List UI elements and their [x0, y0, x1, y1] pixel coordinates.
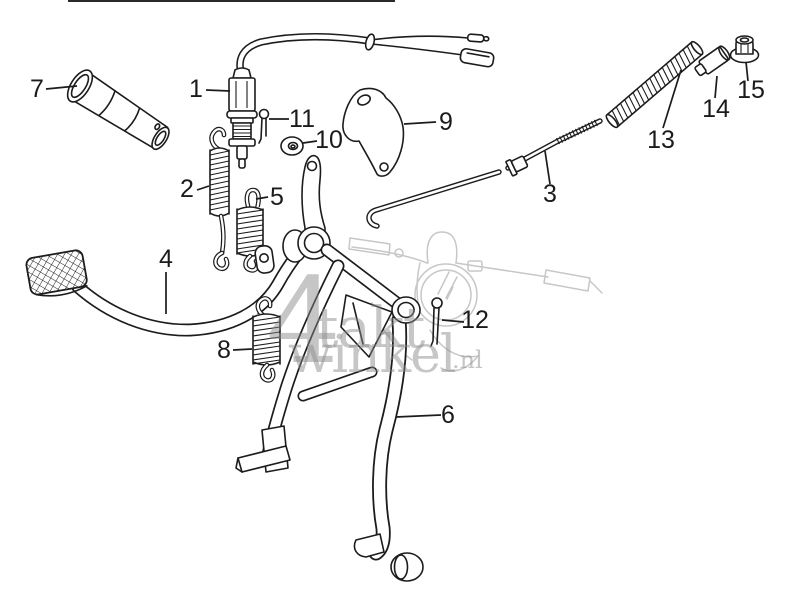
part-label-12: 12 — [461, 306, 489, 334]
watermark-prefix: 4 — [266, 252, 341, 390]
center-stand — [235, 243, 424, 582]
watermark-word1: takt — [316, 296, 426, 361]
stand-right-foot — [353, 533, 424, 582]
rod-coil-spring — [605, 40, 704, 129]
part-labels: 1 2 3 4 5 6 7 8 9 10 11 12 13 14 15 — [30, 75, 765, 429]
rod-adjuster — [505, 155, 529, 177]
cotter-pin-small — [258, 108, 270, 144]
part-label-3: 3 — [543, 180, 557, 208]
part-label-1: 1 — [189, 75, 203, 103]
rod-threads — [556, 119, 598, 145]
brake-rod — [366, 118, 603, 229]
watermark-suffix: .nl — [452, 346, 483, 374]
stand-left-foot — [235, 425, 291, 473]
watermark-word2: winkel — [288, 325, 456, 385]
spring-anchor-tab — [254, 244, 275, 274]
part-label-4: 4 — [159, 245, 173, 273]
wire-sleeve-connector — [459, 47, 495, 68]
part-label-8: 8 — [217, 336, 231, 364]
part-label-15: 15 — [737, 76, 765, 104]
brake-pedal — [25, 154, 331, 337]
ghost-motorcycle-outline — [348, 231, 603, 372]
return-spring-long — [209, 126, 230, 272]
part-label-6: 6 — [441, 401, 455, 429]
joint-bushing — [694, 45, 731, 77]
grommet-nut — [280, 136, 304, 156]
pedal-rubber-grip — [66, 69, 170, 151]
part-label-13: 13 — [647, 126, 675, 154]
part-label-2: 2 — [180, 175, 194, 203]
part-label-11: 11 — [289, 105, 315, 133]
part-label-14: 14 — [702, 95, 730, 123]
wire-bullet-connector — [466, 33, 490, 43]
part-label-9: 9 — [439, 108, 453, 136]
pedal-pad — [25, 249, 88, 297]
part-label-7: 7 — [30, 75, 44, 103]
cotter-pin-stand — [430, 297, 443, 347]
brake-light-switch — [226, 32, 495, 169]
flanged-nut — [729, 35, 760, 64]
stay-bracket — [342, 87, 405, 177]
part-label-5: 5 — [270, 183, 284, 211]
watermark: 4 takt winkel .nl — [266, 252, 483, 390]
part-label-10: 10 — [315, 126, 343, 154]
leader-lines — [45, 61, 749, 418]
stand-spring — [252, 296, 281, 383]
